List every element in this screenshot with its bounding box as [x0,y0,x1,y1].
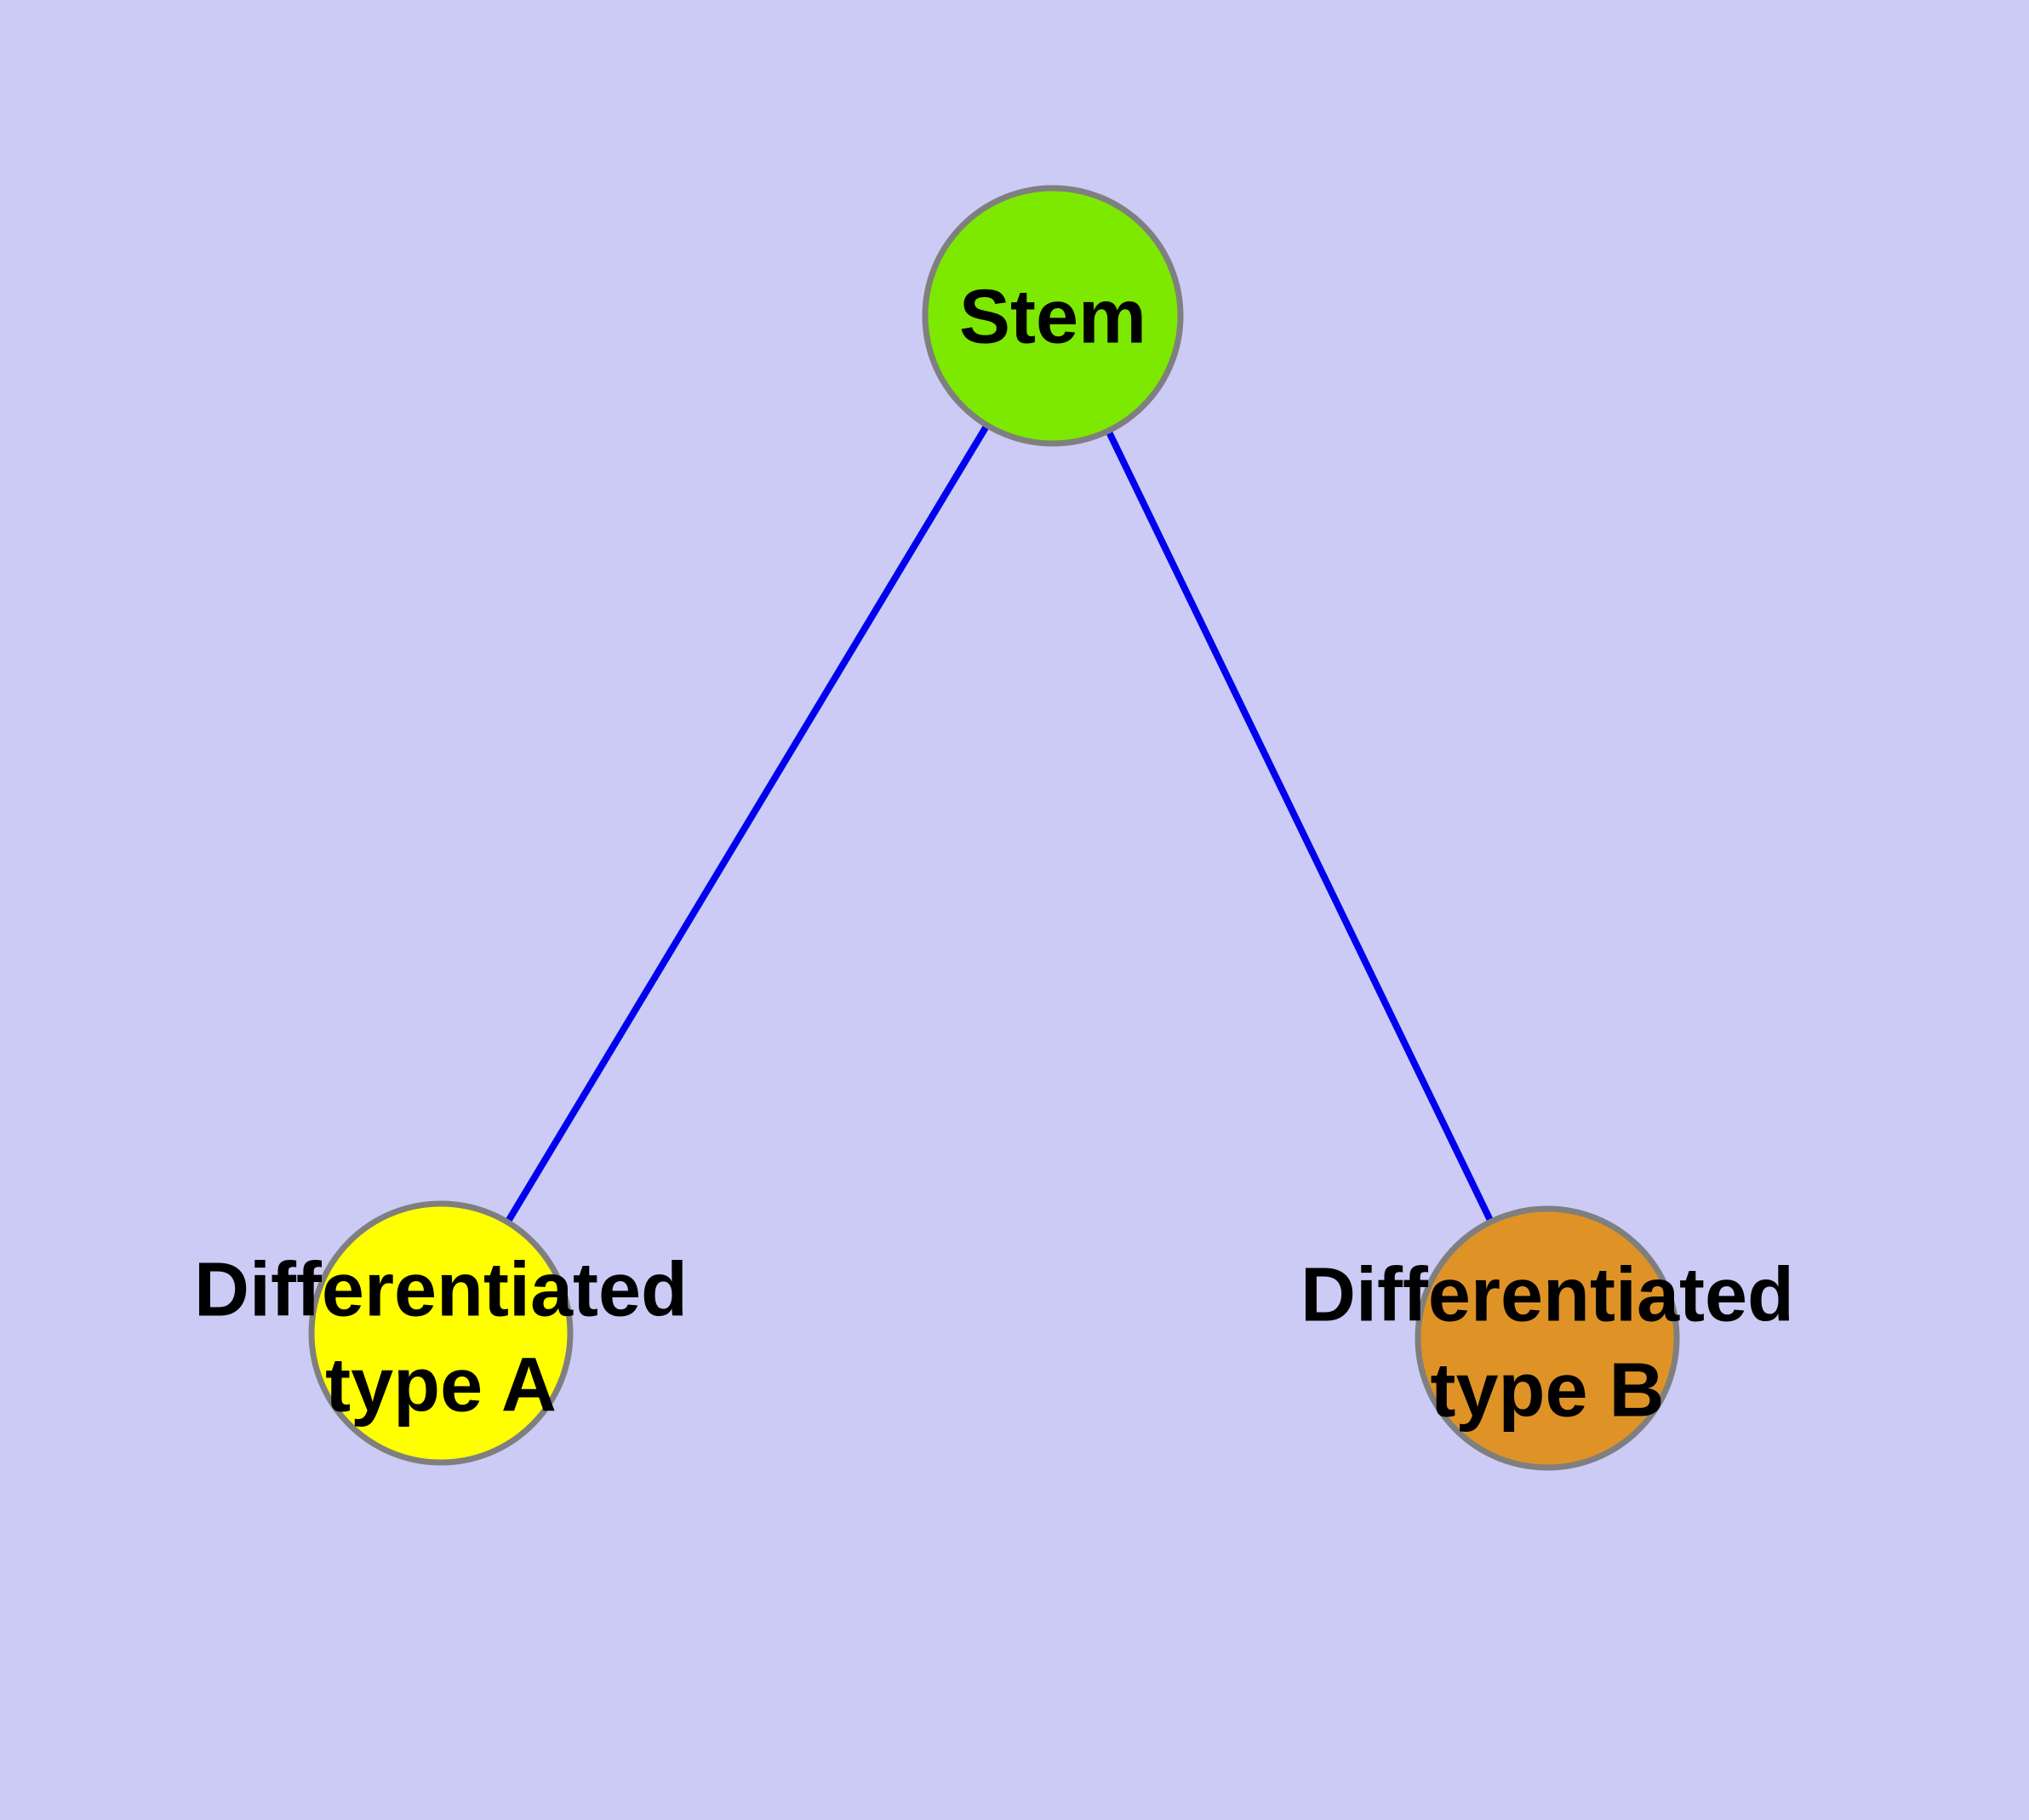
node-type-b-label-line1: Differentiated [1300,1253,1794,1338]
node-type-b-label-line2: type B [1430,1348,1664,1434]
edge-stem-to-type-b [1049,314,1551,1340]
node-stem[interactable] [922,185,1184,447]
node-type-a-label-line2: type A [325,1343,557,1428]
edge-stem-to-type-a [437,313,1056,1336]
node-type-a[interactable] [308,1200,574,1466]
node-type-b[interactable] [1415,1205,1680,1471]
node-stem-label: Stem [959,275,1146,360]
node-type-a-label-line1: Differentiated [194,1248,688,1333]
